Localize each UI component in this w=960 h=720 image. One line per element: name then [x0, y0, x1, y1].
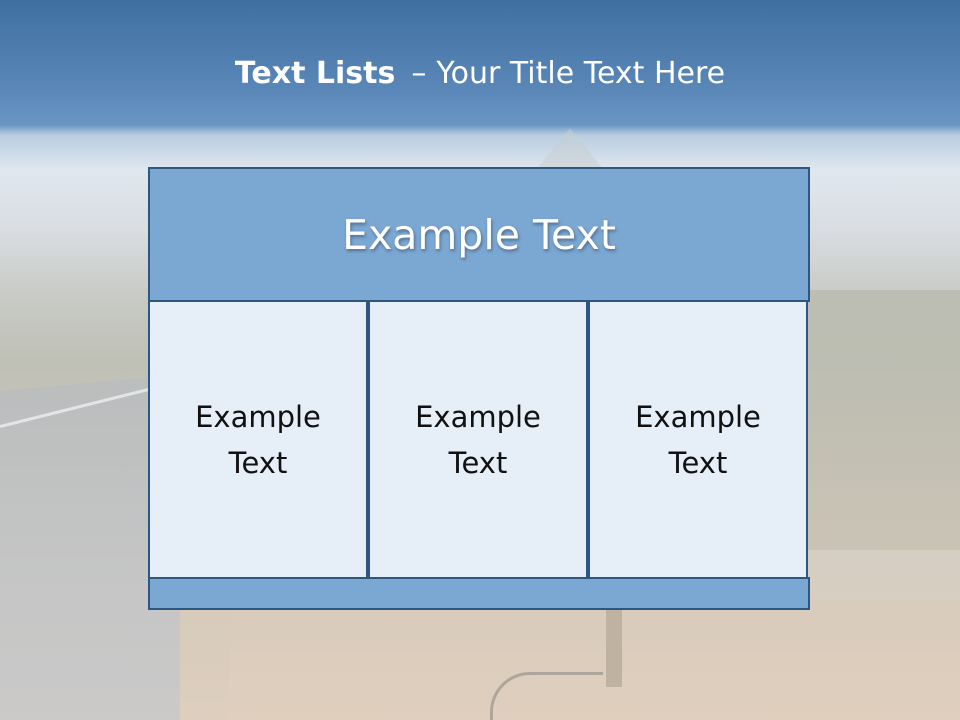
diagram-column-3-text: Example Text — [635, 399, 761, 480]
title-separator: – — [411, 56, 427, 91]
diagram-column-1[interactable]: Example Text — [148, 300, 368, 579]
diagram-column-2-text: Example Text — [415, 399, 541, 480]
diagram-footer-bar[interactable] — [148, 577, 810, 610]
diagram-header-box[interactable]: Example Text — [148, 167, 810, 302]
background-shrubs — [800, 290, 960, 550]
diagram-column-1-text: Example Text — [195, 399, 321, 480]
background-cable — [490, 672, 603, 720]
background-sign-post — [606, 607, 622, 687]
diagram-column-2[interactable]: Example Text — [368, 300, 588, 579]
slide-title: Text Lists–Your Title Text Here — [0, 52, 960, 96]
title-bold-part: Text Lists — [234, 56, 396, 91]
title-rest: Your Title Text Here — [436, 56, 726, 91]
diagram-header-text: Example Text — [342, 210, 616, 259]
text-list-diagram: Example Text Example Text Example Text E… — [148, 167, 810, 610]
diagram-column-3[interactable]: Example Text — [588, 300, 808, 579]
